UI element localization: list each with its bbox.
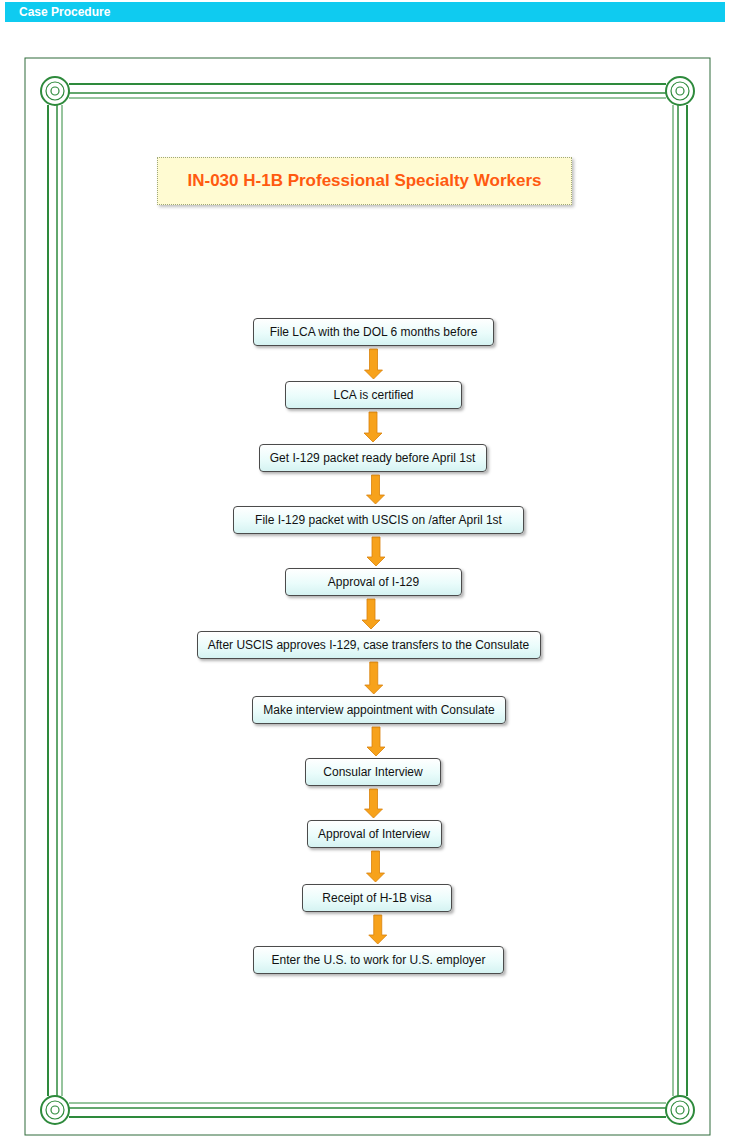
corner-ornament: [46, 82, 64, 100]
corner-ornament: [51, 1106, 59, 1114]
corner-ornament: [46, 1101, 64, 1119]
step-label: Enter the U.S. to work for U.S. employer: [271, 953, 485, 967]
corner-ornament: [671, 82, 689, 100]
flow-arrow: [364, 412, 382, 442]
process-box: Make interview appointment with Consulat…: [252, 696, 506, 724]
corner-ornament: [666, 1096, 694, 1124]
process-box: After USCIS approves I-129, case transfe…: [197, 631, 541, 659]
flow-arrow: [369, 915, 387, 944]
title-text: IN-030 H-1B Professional Specialty Worke…: [188, 171, 542, 191]
flow-arrow: [365, 349, 383, 379]
step-label: Approval of Interview: [318, 827, 430, 841]
title-box: IN-030 H-1B Professional Specialty Worke…: [157, 157, 572, 205]
process-box: Get I-129 packet ready before April 1st: [259, 444, 487, 472]
corner-ornament: [41, 77, 69, 105]
step-label: Approval of I-129: [328, 575, 419, 589]
process-box: Approval of I-129: [285, 568, 462, 596]
process-box: File I-129 packet with USCIS on /after A…: [233, 506, 524, 534]
flow-arrow: [367, 475, 385, 504]
step-label: Consular Interview: [323, 765, 422, 779]
process-box: Consular Interview: [305, 758, 441, 786]
flow-arrow: [365, 662, 383, 694]
corner-ornament: [666, 77, 694, 105]
step-label: Receipt of H-1B visa: [322, 891, 431, 905]
step-label: File LCA with the DOL 6 months before: [270, 325, 478, 339]
step-label: LCA is certified: [333, 388, 413, 402]
process-box: Enter the U.S. to work for U.S. employer: [253, 946, 504, 974]
process-box: Approval of Interview: [307, 820, 442, 848]
corner-ornament: [671, 1101, 689, 1119]
flow-arrow: [365, 789, 383, 818]
corner-ornament: [41, 1096, 69, 1124]
corner-ornament: [51, 87, 59, 95]
flow-arrow: [367, 727, 385, 756]
step-label: After USCIS approves I-129, case transfe…: [208, 638, 530, 652]
flow-arrow: [367, 537, 385, 566]
step-label: File I-129 packet with USCIS on /after A…: [255, 513, 502, 527]
process-box: LCA is certified: [285, 381, 462, 409]
step-label: Make interview appointment with Consulat…: [263, 703, 494, 717]
process-box: Receipt of H-1B visa: [302, 884, 452, 912]
header-band: Case Procedure: [5, 2, 725, 22]
corner-ornament: [676, 1106, 684, 1114]
flow-arrow: [367, 851, 385, 882]
corner-ornament: [676, 87, 684, 95]
step-label: Get I-129 packet ready before April 1st: [270, 451, 475, 465]
header-text: Case Procedure: [19, 5, 110, 19]
process-box: File LCA with the DOL 6 months before: [253, 318, 494, 346]
flow-arrow: [362, 599, 380, 629]
